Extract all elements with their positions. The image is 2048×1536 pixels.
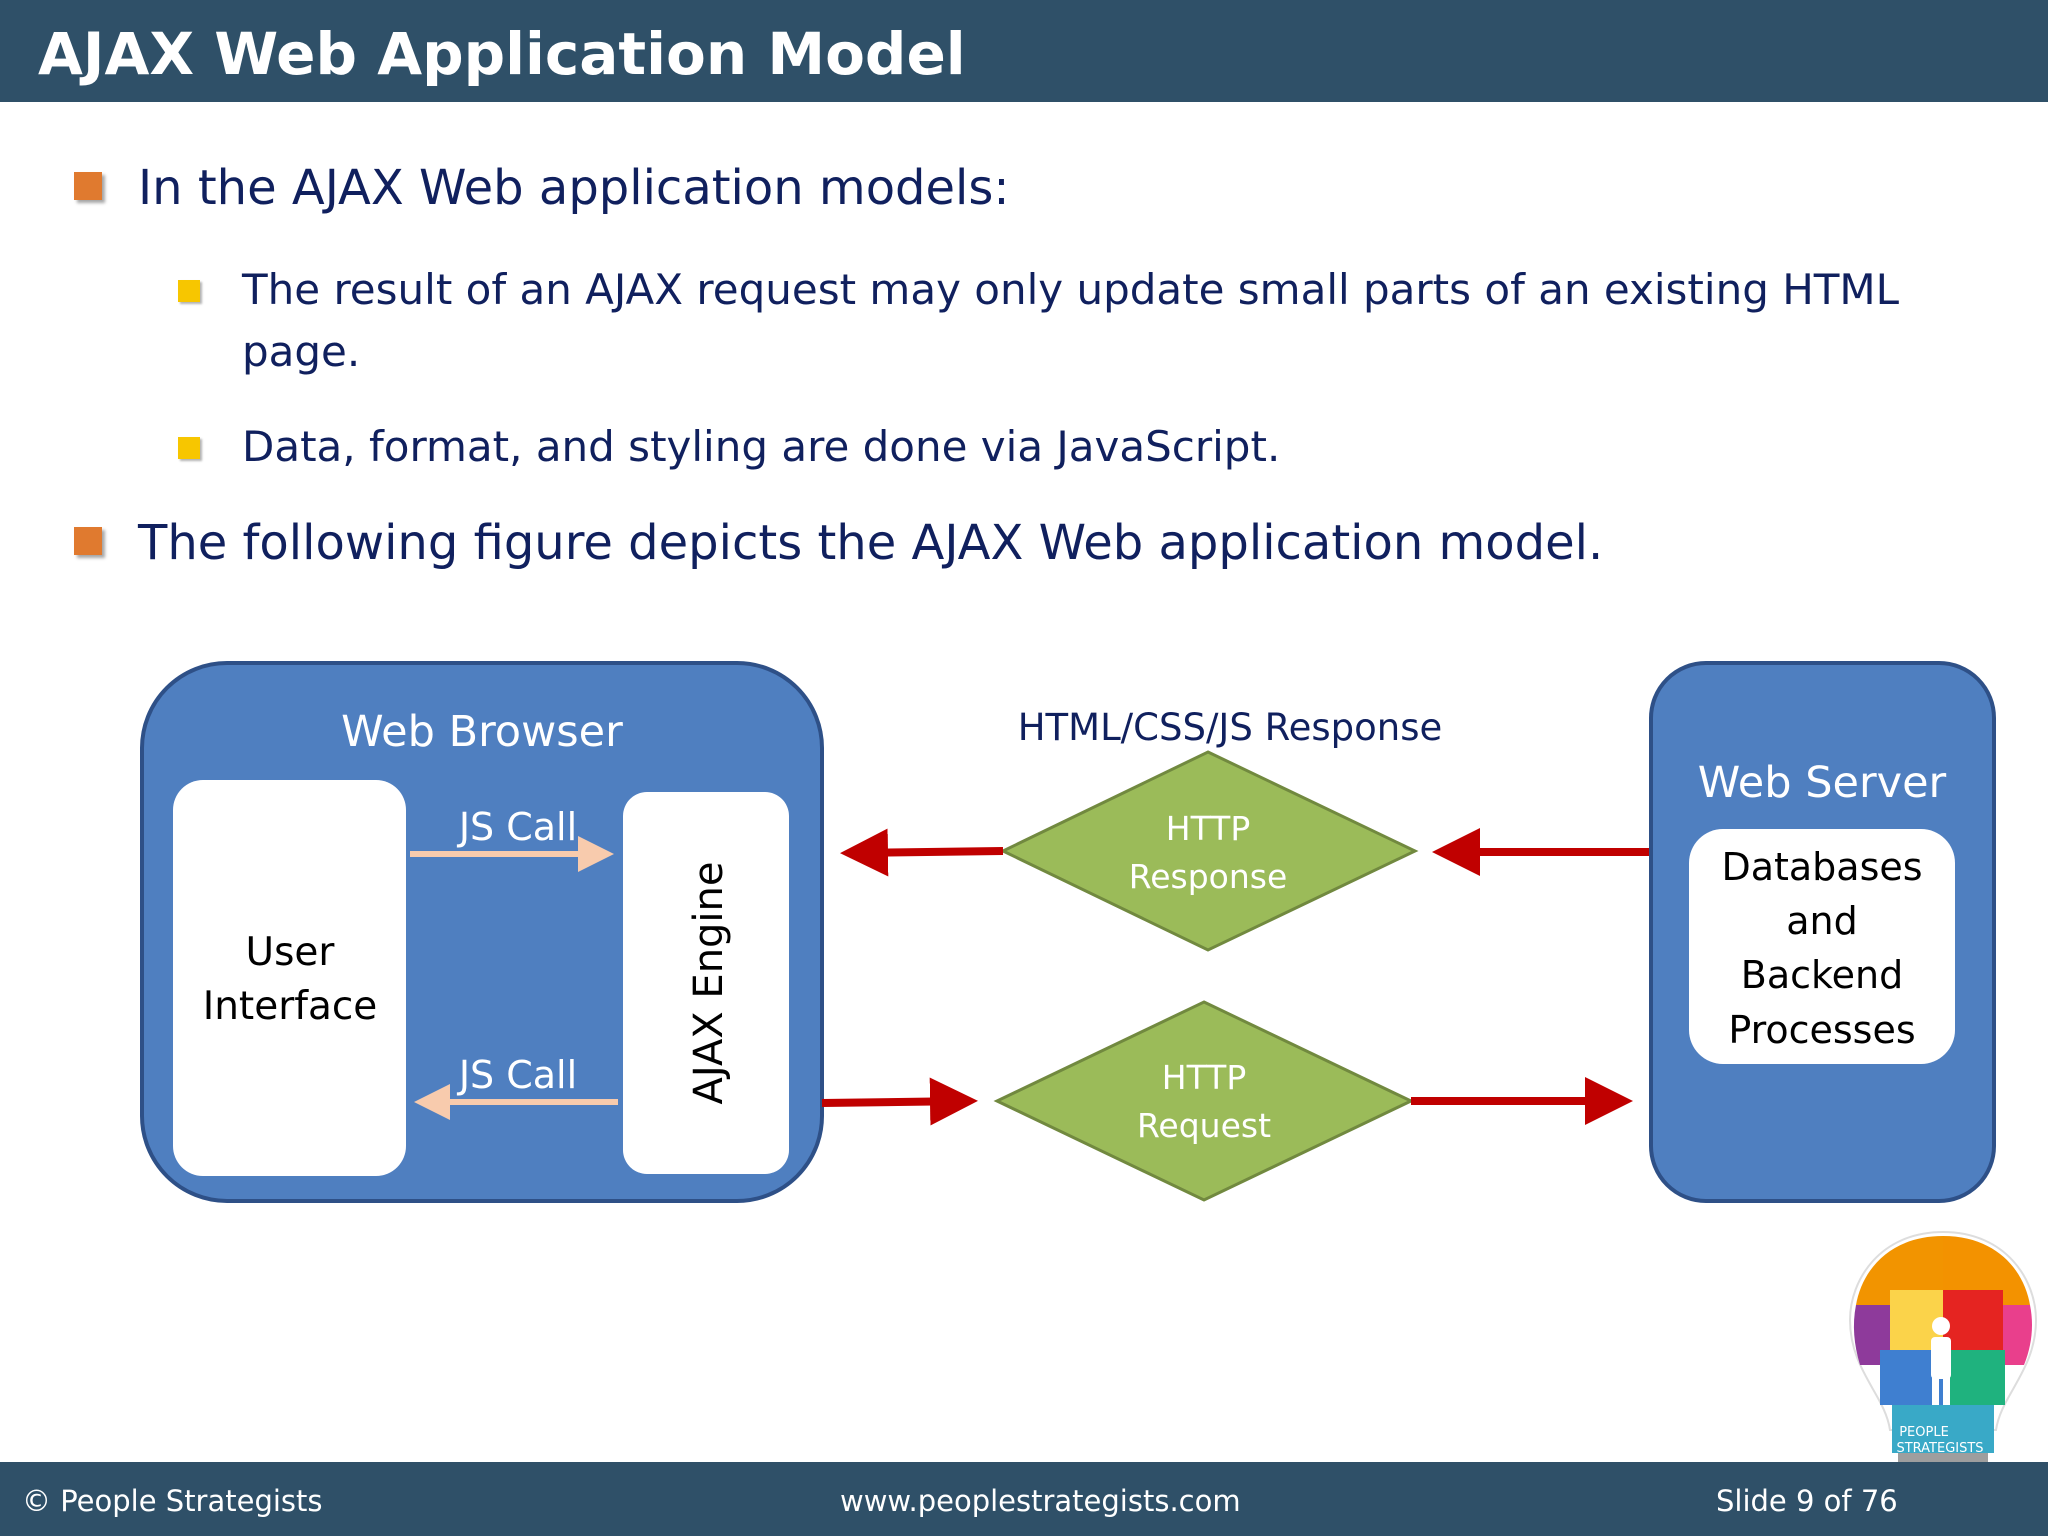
footer-copyright: © People Strategists <box>22 1484 323 1518</box>
bullet-level2-a-line2: page. <box>242 327 361 376</box>
databases-box <box>1689 829 1955 1064</box>
http-response-diamond <box>999 750 1419 952</box>
title-bar <box>0 0 2048 102</box>
user-interface-box <box>173 780 406 1176</box>
web-browser-title: Web Browser <box>341 707 623 757</box>
request-arrow-browser <box>821 1077 978 1126</box>
footer-slide-number: Slide 9 of 76 <box>1716 1484 1898 1518</box>
bullet-level1-a: In the AJAX Web application models: <box>138 160 1010 216</box>
bullet-marker <box>178 280 200 302</box>
logo-text-line1: PEOPLE <box>1899 1425 1949 1440</box>
http-response-line1: HTTP <box>1166 809 1250 848</box>
databases-line4: Processes <box>1728 1008 1915 1052</box>
bullet-level2-a-line1: The result of an AJAX request may only u… <box>242 265 1900 314</box>
databases-line1: Databases <box>1721 845 1922 889</box>
http-request-line1: HTTP <box>1162 1058 1246 1097</box>
bullet-marker <box>74 527 102 555</box>
logo-text-line2: STRATEGISTS <box>1896 1441 1983 1456</box>
js-call-bottom-label: JS Call <box>457 1053 577 1097</box>
bullet-marker <box>178 437 200 459</box>
user-interface-line1: User <box>246 930 336 975</box>
http-response-line2: Response <box>1129 857 1288 896</box>
people-strategists-logo: PEOPLE STRATEGISTS <box>1848 1230 2038 1492</box>
bullet-marker <box>74 172 102 200</box>
response-arrow-browser <box>840 828 1004 877</box>
ajax-engine-box <box>623 792 789 1174</box>
http-request-diamond <box>993 1000 1415 1202</box>
ajax-engine-label: AJAX Engine <box>686 861 732 1104</box>
bullet-level2-b: Data, format, and styling are done via J… <box>242 422 1281 471</box>
page-title: AJAX Web Application Model <box>38 20 966 88</box>
footer-bar <box>0 1462 2048 1536</box>
databases-line2: and <box>1786 899 1858 943</box>
web-server-title: Web Server <box>1698 758 1947 808</box>
js-call-top-label: JS Call <box>457 805 577 849</box>
bullet-level1-b: The following figure depicts the AJAX We… <box>138 515 1604 571</box>
user-interface-line2: Interface <box>203 984 378 1029</box>
databases-line3: Backend <box>1741 953 1903 997</box>
http-request-line2: Request <box>1137 1106 1271 1145</box>
footer-website: www.peoplestrategists.com <box>840 1484 1241 1518</box>
response-caption: HTML/CSS/JS Response <box>1018 706 1443 749</box>
